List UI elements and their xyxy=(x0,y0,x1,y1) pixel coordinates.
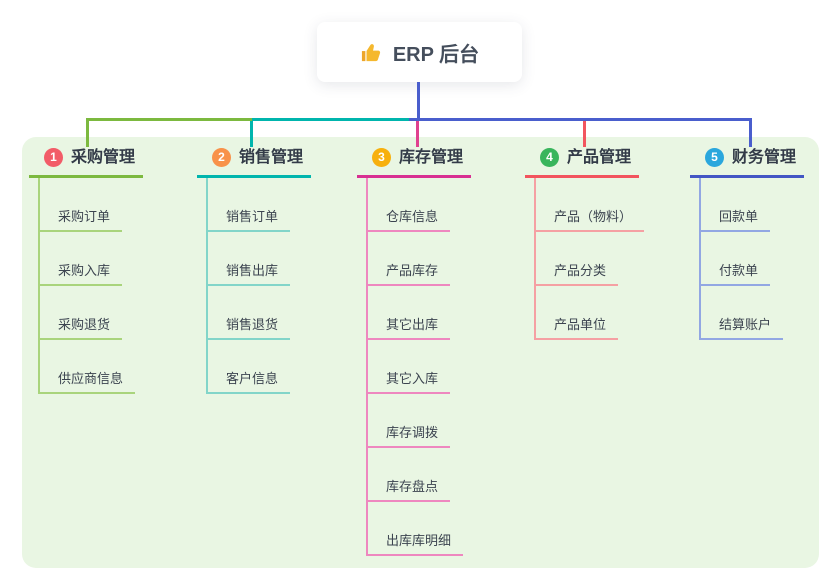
branch-inventory-header[interactable]: 3 库存管理 xyxy=(357,148,472,178)
branch-sales-header[interactable]: 2 销售管理 xyxy=(197,148,312,178)
branch-product-header[interactable]: 4 产品管理 xyxy=(525,148,640,178)
branch-child-node[interactable]: 采购订单 xyxy=(40,178,123,232)
branch-child-node[interactable]: 库存调拨 xyxy=(368,394,451,448)
branch-inventory-children: 仓库信息 产品库存 其它出库 其它入库 库存调拨 库存盘点 出库库明细 xyxy=(366,178,464,556)
branch-child-node[interactable]: 产品（物料） xyxy=(536,178,645,232)
branch-finance: 5 财务管理 回款单 付款单 结算账户 xyxy=(690,148,805,340)
connector-drop-sales xyxy=(250,121,253,147)
connector-drop-inventory xyxy=(416,121,419,147)
branch-inventory: 3 库存管理 仓库信息 产品库存 其它出库 其它入库 库存调拨 库存盘点 出库库… xyxy=(357,148,472,556)
branch-number-badge: 5 xyxy=(705,148,724,167)
branch-finance-header[interactable]: 5 财务管理 xyxy=(690,148,805,178)
root-node[interactable]: ERP 后台 xyxy=(317,22,522,82)
branch-sales-children: 销售订单 销售出库 销售退货 客户信息 xyxy=(206,178,291,394)
branch-child-node[interactable]: 采购入库 xyxy=(40,232,123,286)
branch-child-node[interactable]: 销售订单 xyxy=(208,178,291,232)
branch-child-node[interactable]: 其它出库 xyxy=(368,286,451,340)
branch-product-children: 产品（物料） 产品分类 产品单位 xyxy=(534,178,645,340)
branch-purchasing: 1 采购管理 采购订单 采购入库 采购退货 供应商信息 xyxy=(29,148,144,394)
branch-number-badge: 1 xyxy=(44,148,63,167)
connector-drop-purchasing xyxy=(86,118,89,147)
branch-child-node[interactable]: 采购退货 xyxy=(40,286,123,340)
branch-product: 4 产品管理 产品（物料） 产品分类 产品单位 xyxy=(525,148,645,340)
connector-bus-blue xyxy=(409,118,752,121)
branch-number-badge: 3 xyxy=(372,148,391,167)
branch-child-node[interactable]: 其它入库 xyxy=(368,340,451,394)
connector-bus-green xyxy=(86,118,252,121)
connector-bus-teal xyxy=(252,118,409,121)
branch-child-node[interactable]: 产品分类 xyxy=(536,232,619,286)
connector-drop-finance xyxy=(749,118,752,147)
branch-child-node[interactable]: 付款单 xyxy=(701,232,771,286)
branch-child-node[interactable]: 出库库明细 xyxy=(368,502,464,556)
branches-panel xyxy=(22,137,819,568)
branch-purchasing-children: 采购订单 采购入库 采购退货 供应商信息 xyxy=(38,178,136,394)
thumbs-up-icon xyxy=(361,43,380,61)
branch-title: 采购管理 xyxy=(71,149,136,166)
branch-child-node[interactable]: 供应商信息 xyxy=(40,340,136,394)
branch-title: 财务管理 xyxy=(732,149,797,166)
branch-sales: 2 销售管理 销售订单 销售出库 销售退货 客户信息 xyxy=(197,148,312,394)
branch-child-node[interactable]: 客户信息 xyxy=(208,340,291,394)
branch-child-node[interactable]: 销售退货 xyxy=(208,286,291,340)
branch-title: 库存管理 xyxy=(399,149,464,166)
branch-number-badge: 4 xyxy=(540,148,559,167)
branch-child-node[interactable]: 结算账户 xyxy=(701,286,784,340)
branch-child-node[interactable]: 回款单 xyxy=(701,178,771,232)
branch-child-node[interactable]: 产品库存 xyxy=(368,232,451,286)
branch-title: 销售管理 xyxy=(239,149,304,166)
branch-number-badge: 2 xyxy=(212,148,231,167)
branch-child-node[interactable]: 产品单位 xyxy=(536,286,619,340)
root-title: ERP 后台 xyxy=(392,43,480,66)
branch-child-node[interactable]: 仓库信息 xyxy=(368,178,451,232)
branch-title: 产品管理 xyxy=(567,149,632,166)
branch-child-node[interactable]: 销售出库 xyxy=(208,232,291,286)
connector-root-vertical xyxy=(417,82,420,121)
branch-child-node[interactable]: 库存盘点 xyxy=(368,448,451,502)
branch-finance-children: 回款单 付款单 结算账户 xyxy=(699,178,784,340)
connector-drop-product xyxy=(583,121,586,147)
branch-purchasing-header[interactable]: 1 采购管理 xyxy=(29,148,144,178)
